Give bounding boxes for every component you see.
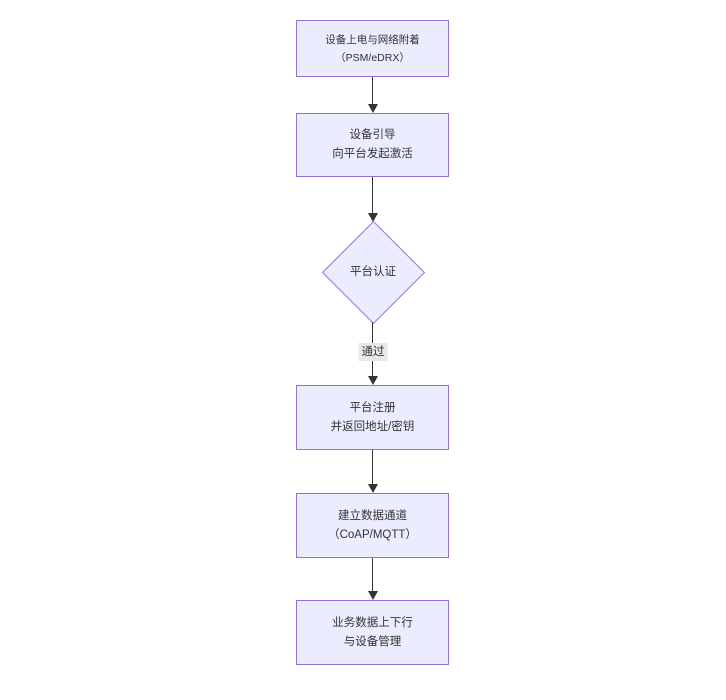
node-text-line: 并返回地址/密钥 [330,420,415,433]
edge-line [372,558,373,592]
flow-node-data-channel: 建立数据通道 （CoAP/MQTT） [296,493,449,558]
node-text-line: 建立数据通道 [338,509,407,522]
node-text-line: 平台注册 [349,401,396,414]
arrowhead-down-icon [368,104,378,113]
flow-node-device-bootstrap: 设备引导 向平台发起激活 [296,113,449,177]
edge-line [372,77,373,105]
decision-label: 平台认证 [350,266,396,278]
node-text-line: （CoAP/MQTT） [328,528,417,541]
flow-node-business-data: 业务数据上下行 与设备管理 [296,600,449,665]
edge-line [372,177,373,214]
edge-line [372,450,373,485]
node-text-line: 业务数据上下行 [332,616,413,629]
arrowhead-down-icon [368,484,378,493]
arrowhead-down-icon [368,591,378,600]
flow-node-platform-register: 平台注册 并返回地址/密钥 [296,385,449,450]
node-text-line: 设备引导 [349,129,396,141]
arrowhead-down-icon [368,213,378,222]
node-text-line: （PSM/eDRX） [335,51,410,64]
flow-node-device-power-attach: 设备上电与网络附着 （PSM/eDRX） [296,20,449,77]
arrowhead-down-icon [368,376,378,385]
node-text-line: 与设备管理 [343,635,402,648]
node-text-line: 向平台发起激活 [332,148,413,160]
edge-label-pass: 通过 [358,343,388,361]
node-text-line: 设备上电与网络附着 [325,33,420,46]
